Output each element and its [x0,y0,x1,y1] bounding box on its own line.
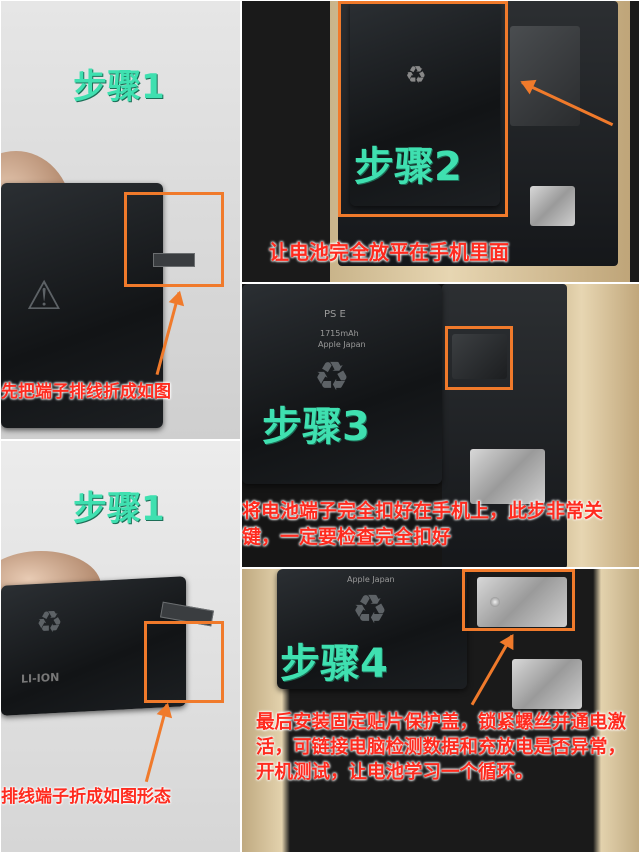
step-label: 步骤1 [73,67,165,107]
metal-bracket [470,449,545,504]
metal-bracket [530,186,575,226]
battery: PS E 1715mAh Apple Japan ♻ [242,284,442,484]
screw [490,597,500,607]
battery-label-brand: Apple Japan [318,340,366,349]
panel-step3: PS E 1715mAh Apple Japan ♻ 步骤3 将电池端子完全扣好… [241,283,640,568]
step-label: 步骤3 [262,404,370,450]
panel-step4: Apple Japan ♻ 步骤4 最后安装固定贴片保护盖，锁紧螺丝并通电激活，… [241,568,640,853]
battery: Apple Japan ♻ [277,569,467,689]
panel-step1-bottom: ♻ LI-ION 步骤1 排线端子折成如图形态 [0,440,241,853]
panel-step2: ♻ 步骤2 让电池完全放平在手机里面 [241,0,640,283]
battery-label: Apple Japan [347,575,395,584]
battery: ♻ [350,1,500,206]
highlight-box [338,1,508,217]
battery-ps-label: PS E [324,309,346,320]
recycle-icon: ♻ [36,604,63,642]
recycle-icon: ♻ [352,587,388,633]
caption: 将电池端子完全扣好在手机上，此步非常关键，一定要检查完全扣好 [242,500,604,548]
phone-interior [442,284,567,567]
logic-board-shield [510,26,580,126]
step-label: 步骤2 [354,144,462,190]
highlight-box [462,569,575,631]
highlight-box [144,621,224,703]
battery-label: LI-ION [21,670,60,686]
caption: 最后安装固定贴片保护盖，锁紧螺丝并通电激活，可链接电脑检测数据和充放电是否异常，… [256,712,627,783]
recycle-icon: ♻ [314,354,350,400]
step-label: 步骤1 [73,489,165,529]
caption: 排线端子折成如图形态 [1,787,171,807]
highlight-box [445,326,513,390]
highlight-box [124,192,224,287]
step-label: 步骤4 [280,641,388,687]
battery-connector-ribbon [153,253,195,267]
battery-connector-cover [452,334,507,379]
caption: 让电池完全放平在手机里面 [269,240,509,264]
battery-label-capacity: 1715mAh [320,329,359,338]
panel-step1-top: ⚠ 步骤1 先把端子排线折成如图 [0,0,241,440]
caption: 先把端子排线折成如图 [1,382,171,402]
battery-markings-icon: ♻ [405,61,427,89]
metal-bracket [512,659,582,709]
battery-markings-icon: ⚠ [26,273,62,319]
battery: ⚠ [1,183,163,428]
